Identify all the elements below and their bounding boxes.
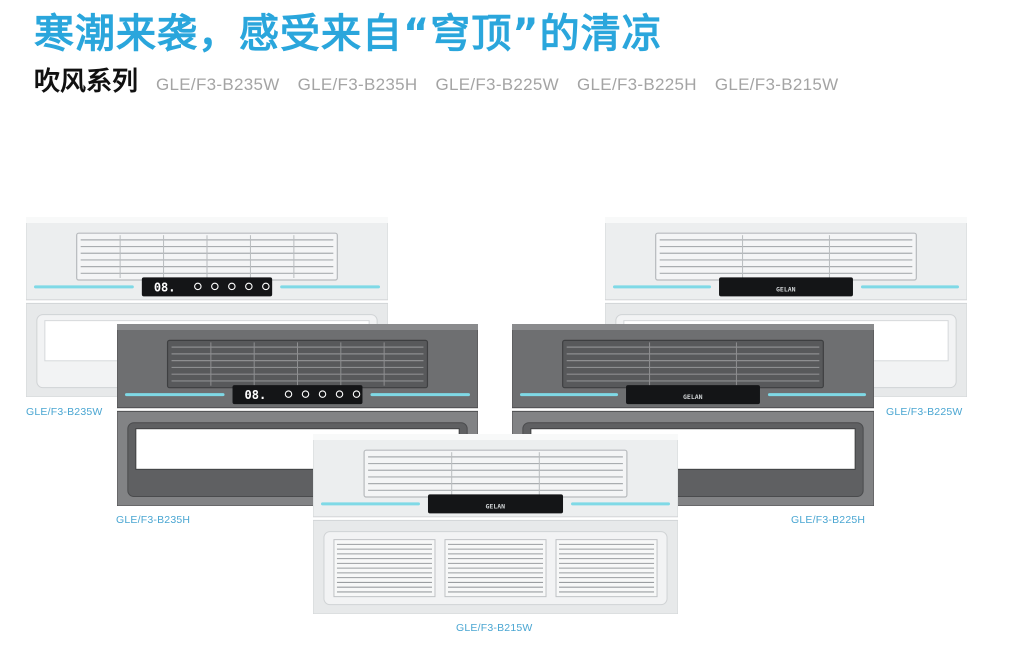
model-name: GLE/F3-B215W [714,75,839,94]
touch-key-icon [262,282,270,291]
brand-logo: GELAN [776,285,796,293]
series-label: 吹风系列 [34,67,139,97]
ventilator-drawing: GELAN [313,434,678,614]
model-name: GLE/F3-B235H [297,75,418,94]
touch-key-icon [228,282,236,291]
touch-key-icon [301,390,310,398]
touch-key-icon [245,282,253,291]
control-panel [232,385,363,405]
product-image-b215w: GELAN [313,434,678,614]
model-name: GLE/F3-B225H [577,75,697,94]
control-panel [141,277,273,297]
brand-logo: GELAN [486,502,506,510]
model-caption-b225w: GLE/F3-B225W [886,406,963,418]
model-caption-b215w: GLE/F3-B215W [456,622,533,634]
subtitle-row: 吹风系列 GLE/F3-B235W GLE/F3-B235H GLE/F3-B2… [34,62,838,98]
model-caption-b235w: GLE/F3-B235W [26,406,103,418]
touch-key-icon [284,390,293,398]
touch-key-icon [211,282,219,291]
brand-logo: GELAN [683,393,703,401]
temperature-readout: 08. [245,388,267,402]
touch-key-icon [335,390,344,398]
control-panel [427,494,564,514]
temperature-readout: 08. [154,280,176,294]
touch-key-icon [318,390,327,398]
model-caption-b225h: GLE/F3-B225H [791,514,866,526]
touch-key-icon [352,390,361,398]
control-panel [626,385,760,405]
model-caption-b235h: GLE/F3-B235H [116,514,191,526]
touch-key-icon [194,282,202,291]
model-name: GLE/F3-B235W [156,75,280,94]
model-list: GLE/F3-B235W GLE/F3-B235H GLE/F3-B225W G… [156,75,838,98]
model-name: GLE/F3-B225W [435,75,560,94]
control-panel [719,277,853,297]
headline: 寒潮来袭，感受来自“穹顶”的清凉 [34,11,663,57]
